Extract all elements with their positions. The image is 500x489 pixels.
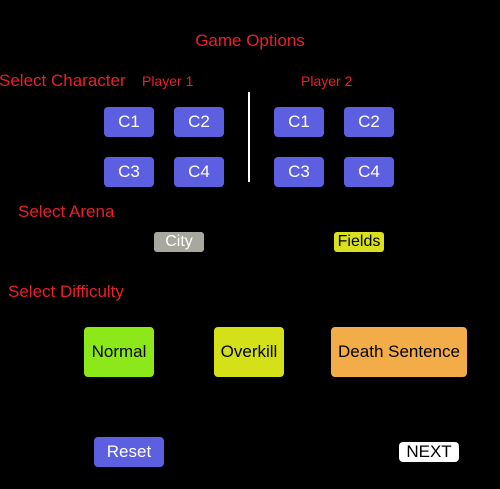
player-2-label: Player 2: [301, 73, 353, 89]
difficulty-death-sentence-button[interactable]: Death Sentence: [331, 327, 467, 377]
page-title: Game Options: [195, 31, 305, 50]
player1-character-c2-button[interactable]: C2: [174, 107, 224, 137]
select-difficulty-label: Select Difficulty: [8, 282, 124, 301]
arena-city-button[interactable]: City: [154, 232, 204, 252]
player2-character-c4-button[interactable]: C4: [344, 157, 394, 187]
player2-character-c1-button[interactable]: C1: [274, 107, 324, 137]
player1-character-c4-button[interactable]: C4: [174, 157, 224, 187]
next-button[interactable]: NEXT: [399, 442, 459, 462]
difficulty-normal-button[interactable]: Normal: [84, 327, 154, 377]
player1-character-c1-button[interactable]: C1: [104, 107, 154, 137]
reset-button[interactable]: Reset: [94, 437, 164, 467]
player1-character-c3-button[interactable]: C3: [104, 157, 154, 187]
select-arena-label: Select Arena: [18, 202, 115, 221]
player2-character-c2-button[interactable]: C2: [344, 107, 394, 137]
select-character-label: Select Character: [0, 71, 126, 90]
player2-character-c3-button[interactable]: C3: [274, 157, 324, 187]
arena-fields-button[interactable]: Fields: [334, 232, 384, 252]
difficulty-overkill-button[interactable]: Overkill: [214, 327, 284, 377]
player-divider: [248, 92, 250, 182]
player-1-label: Player 1: [142, 73, 194, 89]
